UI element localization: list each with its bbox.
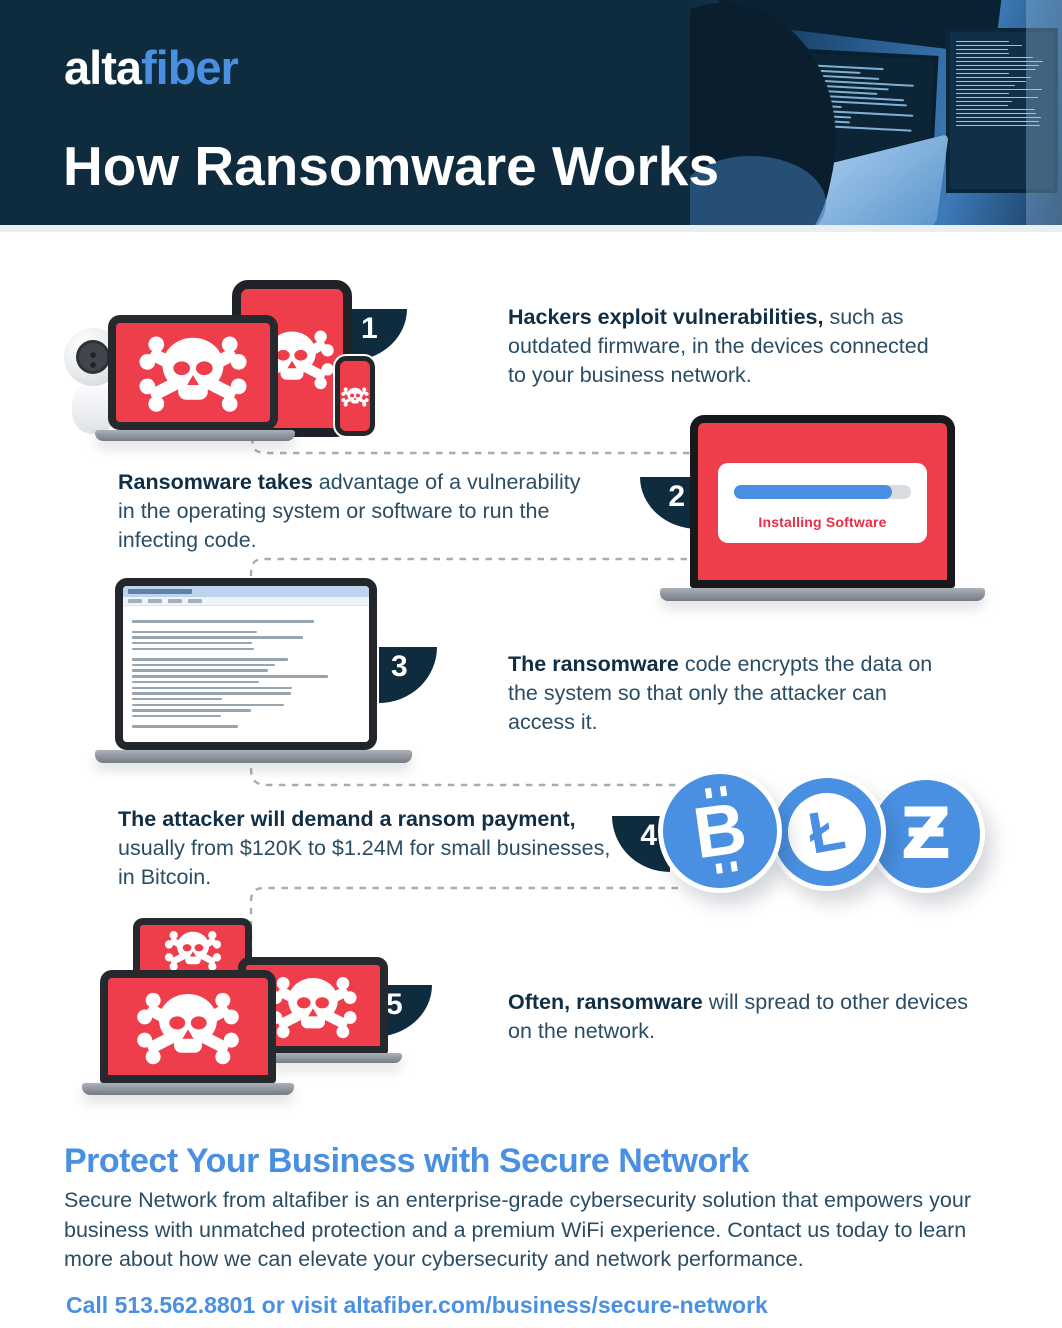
photo-edge-highlight (1026, 0, 1062, 225)
step-3-bold-text: The ransomware (508, 652, 679, 676)
step-2-bold-text: Ransomware takes (118, 470, 313, 494)
installing-laptop-base (660, 588, 985, 601)
installer-dialog: Installing Software (718, 463, 927, 543)
skull-crossbones-icon (265, 966, 361, 1046)
skull-crossbones-icon (134, 323, 252, 421)
litecoin-symbol: Ł (803, 796, 851, 867)
footer-body-text: Secure Network from altafiber is an ente… (64, 1188, 971, 1272)
step-4-bold-text: The attacker will demand a ransom paymen… (118, 807, 576, 831)
skull-crossbones-icon (340, 384, 370, 409)
installing-laptop: Installing Software (690, 415, 955, 588)
step-1-rest-text: such as outdated firmware, in the device… (508, 305, 929, 387)
document-titlebar (123, 586, 369, 597)
step-3-number: 3 (391, 650, 408, 683)
step-1-bold-text: Hackers exploit vulnerabilities, (508, 305, 824, 329)
step-3-text: The ransomware code encrypts the data on… (508, 650, 948, 736)
step-3-badge: 3 (379, 647, 437, 703)
infected-laptop-base (95, 430, 295, 441)
progress-bar-track (734, 485, 911, 499)
header-divider (0, 225, 1062, 232)
installing-label: Installing Software (758, 514, 887, 530)
infected-laptop (108, 315, 278, 430)
litecoin-inner-circle: Ł (788, 793, 866, 871)
footer-cta-text: Call 513.562.8801 or visit altafiber.com… (66, 1292, 768, 1318)
infected-phone (333, 354, 377, 438)
litecoin-coin: Ł (768, 773, 886, 891)
skull-crossbones-icon (132, 980, 244, 1073)
step-2-badge: 2 (640, 477, 698, 529)
document-menubar (123, 597, 369, 606)
ransom-note-laptop-base (95, 750, 412, 763)
step-1-badge: 1 (349, 309, 407, 361)
step-5-number: 5 (386, 988, 403, 1021)
header-banner: altafiber How Ransomware Works (0, 0, 1062, 225)
step-3-rest-text: code encrypts the data on the system so … (508, 652, 933, 734)
step-5-bold-text: Often, ransomware (508, 990, 703, 1014)
step-2-rest-text: advantage of a vulnerability in the oper… (118, 470, 581, 552)
zcash-symbol: Ƶ (900, 793, 952, 875)
infected-laptop-right-base (222, 1053, 402, 1063)
skull-crossbones-icon (162, 925, 224, 975)
logo-fiber: fiber (141, 41, 239, 94)
step-2-number: 2 (668, 480, 685, 513)
infected-laptop-front-base (82, 1083, 294, 1095)
step-4-number: 4 (640, 819, 657, 852)
bitcoin-symbol: B (688, 787, 752, 875)
footer-heading: Protect Your Business with Secure Networ… (64, 1142, 749, 1180)
step-1-text: Hackers exploit vulnerabilities, such as… (508, 303, 946, 389)
logo-alta: alta (64, 41, 142, 94)
step-1-number: 1 (361, 312, 378, 345)
step-5-rest-text: will spread to other devices on the netw… (508, 990, 969, 1043)
altafiber-logo: altafiber (64, 40, 239, 95)
bitcoin-coin: B (658, 769, 782, 893)
step-4-rest-text: usually from $120K to $1.24M for small b… (118, 835, 611, 889)
ransom-note-document (123, 586, 369, 742)
camera-lens-dot (90, 352, 96, 358)
page-title: How Ransomware Works (63, 135, 720, 197)
infected-laptop-front (100, 970, 276, 1083)
step-4-text: The attacker will demand a ransom paymen… (118, 805, 623, 891)
step-2-text: Ransomware takes advantage of a vulnerab… (118, 468, 598, 554)
ransom-note-lines (123, 606, 369, 729)
ransom-note-laptop (115, 578, 377, 750)
step-5-text: Often, ransomware will spread to other d… (508, 988, 983, 1046)
photo-monitor-right (946, 28, 1058, 193)
document-title-text (128, 589, 192, 594)
progress-fill (734, 485, 892, 499)
hacker-photo (690, 0, 1062, 225)
